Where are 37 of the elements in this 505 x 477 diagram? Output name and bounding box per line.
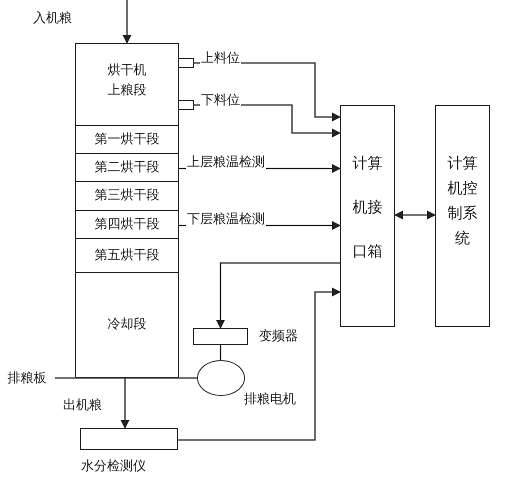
edge-label: 上料位 <box>200 51 241 67</box>
node-text: 第四烘干段 <box>94 216 160 232</box>
sensor-box <box>178 100 194 110</box>
dryer-section-box <box>75 238 179 273</box>
node-text: 第一烘干段 <box>94 132 160 148</box>
arrow <box>216 262 340 329</box>
dryer-section-box <box>75 43 179 126</box>
node-text: 排粮板 <box>8 370 46 386</box>
edge-label: 上层粮温检测 <box>186 155 266 171</box>
control-system-box <box>435 105 490 327</box>
dryer-section-box <box>75 272 179 378</box>
node-text: 计算机接口箱 <box>352 153 382 262</box>
arrow <box>394 210 436 220</box>
node-text: 第二烘干段 <box>94 160 160 176</box>
connector-line <box>220 345 222 360</box>
sensor-box <box>178 58 194 68</box>
node-text: 水分检测仪 <box>81 459 146 475</box>
interface-box <box>340 105 395 327</box>
node-text: 冷却段 <box>108 317 146 333</box>
arrow <box>178 287 341 441</box>
node-text: 烘干机上粮段 <box>108 62 146 100</box>
arrow <box>120 378 130 429</box>
connector-line <box>55 377 197 379</box>
edge-label: 入机粮 <box>32 11 73 27</box>
node-text: 第三烘干段 <box>94 188 160 204</box>
dryer-section-box <box>75 125 179 154</box>
edge-label: 下料位 <box>200 93 241 109</box>
node-text: 第五烘干段 <box>94 248 160 264</box>
arrow <box>122 0 132 44</box>
dryer-section-box <box>75 210 179 239</box>
node-text: 排粮电机 <box>244 392 296 408</box>
edge-label: 下层粮温检测 <box>186 212 266 228</box>
dryer-section-box <box>75 153 179 182</box>
dryer-section-box <box>75 181 179 211</box>
node-text: 变频器 <box>259 329 298 345</box>
edge-label: 出机粮 <box>62 398 103 414</box>
node-text: 计算机控制系统 <box>448 153 478 249</box>
